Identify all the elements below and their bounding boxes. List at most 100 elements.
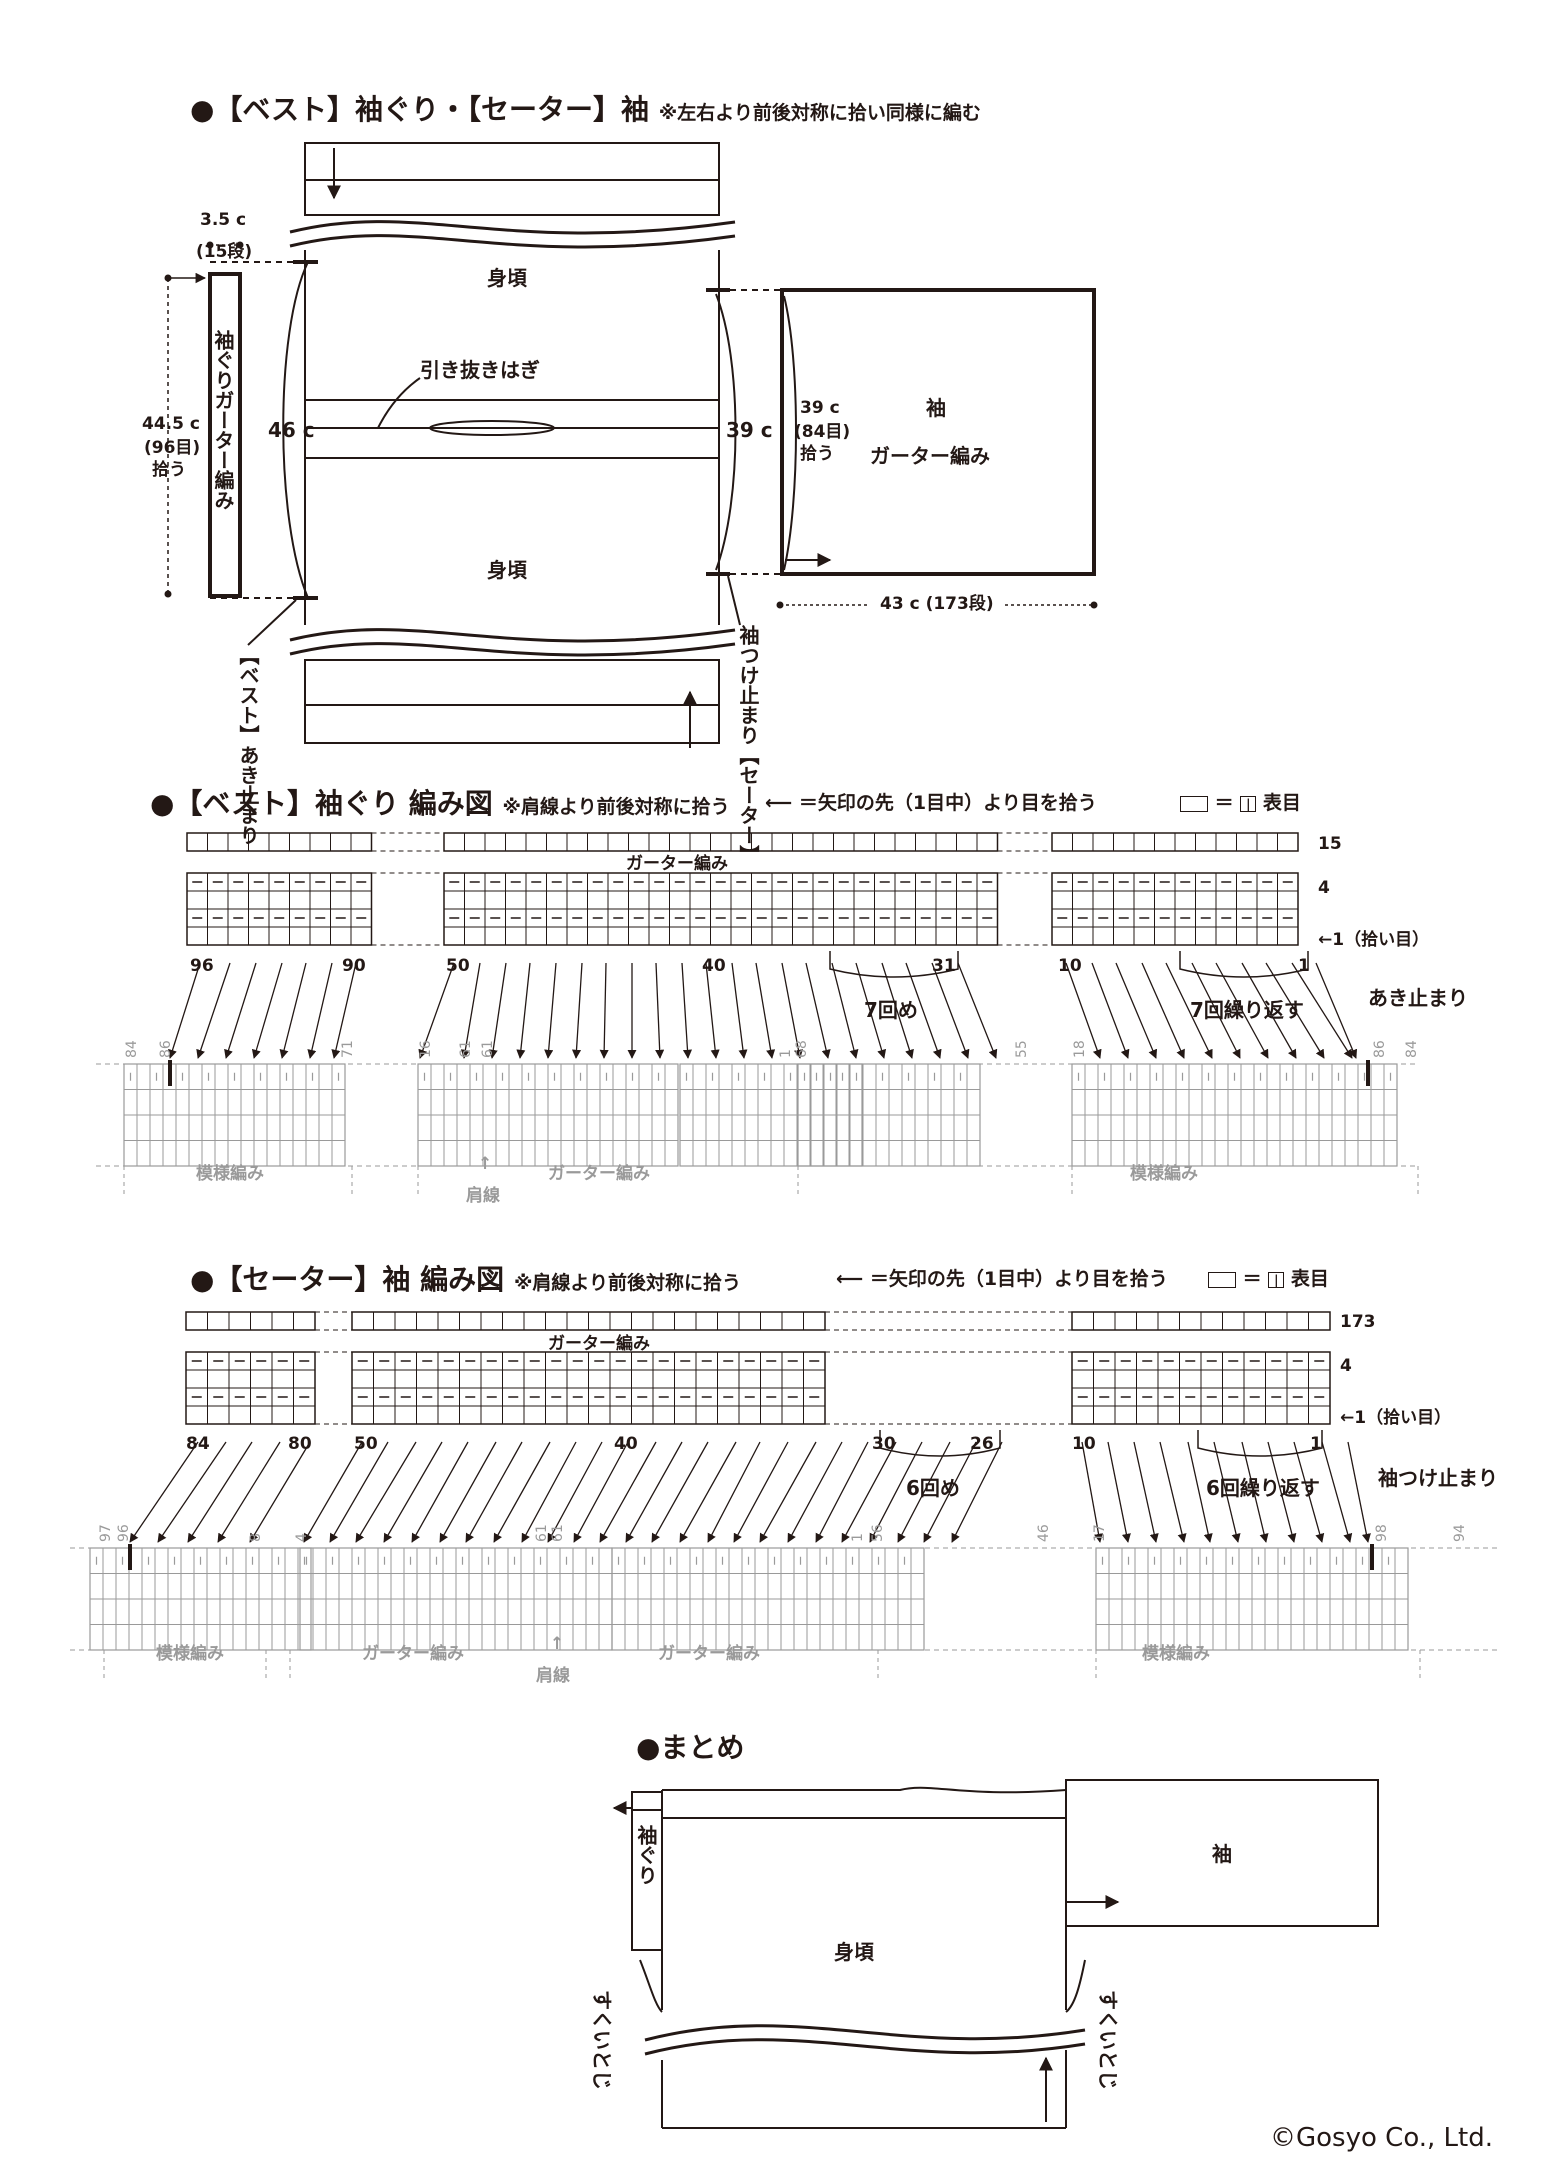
- vest-opening-stop: 【ベスト】あき止まり: [236, 645, 260, 845]
- pick-arrow: [355, 1441, 417, 1543]
- grey-stitch-number: 84: [124, 1040, 140, 1058]
- row-top-block: [186, 832, 373, 852]
- pick-arrow: [516, 962, 531, 1059]
- band-width-cm: 3.5 c: [200, 210, 247, 230]
- armhole-band: [164, 241, 244, 598]
- row-173: 173: [1340, 1312, 1376, 1332]
- grey-stitch-number: 46: [1036, 1524, 1052, 1542]
- pick-arrow: [249, 1441, 311, 1543]
- pick-arrow: [599, 1441, 657, 1543]
- pick-arrow: [831, 962, 859, 1059]
- stitch-30: 30: [872, 1434, 896, 1454]
- section3-note: ※肩線より前後対称に拾う: [513, 1272, 742, 1294]
- pick-arrow: [196, 962, 231, 1059]
- pick-arrow: [1091, 962, 1130, 1059]
- grey-stitch-number: 61: [480, 1040, 496, 1058]
- legend-arrow-icon: ⟵: [836, 1268, 870, 1290]
- pick-arrow: [869, 1441, 923, 1543]
- pick-arrow: [679, 1441, 737, 1543]
- grey-stitch-number: 4: [294, 1533, 310, 1542]
- grey-stitch-number: 16: [418, 1040, 434, 1058]
- sleeve-stop: 袖つけ止まり: [1378, 1466, 1498, 1490]
- sleeve-panel: [776, 288, 1098, 609]
- repeat-7th: 7回め: [864, 998, 918, 1022]
- pick-arrow: [599, 962, 609, 1059]
- grey-stitch-number: 8: [248, 1533, 264, 1542]
- stitch-40: 40: [702, 956, 726, 976]
- pick-arrow: [571, 962, 583, 1059]
- stitch-26: 26: [970, 1434, 994, 1454]
- grey-stitch-number: 56: [870, 1524, 886, 1542]
- armhole-width: 46 c: [268, 418, 315, 442]
- repeat-bracket: [879, 1430, 1001, 1457]
- pick-arrow: [439, 1441, 497, 1543]
- armhole-label: 袖ぐり: [634, 1825, 658, 1885]
- grey-stitch-number: 1: [850, 1533, 866, 1542]
- repeat-6-times: 6回繰り返す: [1206, 1476, 1320, 1500]
- garter-bottom: ガーター編み: [548, 1164, 650, 1184]
- pick-arrow: [224, 962, 257, 1059]
- pick-arrow: [815, 1441, 869, 1543]
- pick-arrow: [187, 1441, 253, 1543]
- pick-arrow: [1241, 1441, 1269, 1543]
- pick-arrow: [331, 962, 357, 1059]
- shoulder-line: 肩線: [536, 1666, 570, 1686]
- pick-arrow: [625, 1441, 683, 1543]
- sleeve-label: 袖: [1212, 1842, 1232, 1866]
- body-arrows: [210, 148, 782, 748]
- pick-arrow: [923, 1441, 977, 1543]
- body-panel: [289, 142, 736, 744]
- pick-arrow: [805, 962, 831, 1059]
- body-label: 身頃: [834, 1940, 874, 1964]
- pick-arrow: [1191, 962, 1241, 1059]
- pick-arrow: [705, 962, 720, 1059]
- pick-arrow: [465, 1441, 523, 1543]
- pick-arrow: [733, 1441, 789, 1543]
- band-width-rows: (15段): [196, 242, 253, 262]
- pick-arrow: [1115, 962, 1158, 1059]
- pick-arrow: [881, 962, 914, 1059]
- pick-arrow: [759, 1441, 817, 1543]
- stitch-50: 50: [354, 1434, 378, 1454]
- knit-stitch-icon: |: [1240, 795, 1257, 812]
- pick-arrow: [1347, 1441, 1371, 1543]
- pick-arrow: [217, 1441, 281, 1543]
- pick-arrow: [841, 1441, 897, 1543]
- grey-stitch-number: 86: [158, 1040, 174, 1058]
- shoulder-arrow-icon: ↑: [478, 1154, 493, 1174]
- section2-legend: ⟵ ＝矢印の先（1目中）より目を拾う: [765, 792, 1097, 814]
- pick-arrow: [1267, 1441, 1297, 1543]
- pick-arrow: [488, 962, 507, 1059]
- pick-arrow: [1159, 1441, 1187, 1543]
- pick-arrow: [951, 1441, 1003, 1543]
- section3-legend-knit: ＝ | 表目: [1208, 1270, 1329, 1289]
- pick-arrow: [573, 1441, 629, 1543]
- section2-legend-knit: ＝ | 表目: [1180, 794, 1301, 813]
- stitch-40: 40: [614, 1434, 638, 1454]
- grey-stitch-number: 86: [1372, 1040, 1388, 1058]
- sleeve-height-sts: (84目): [794, 422, 851, 442]
- pick-arrow: [157, 1441, 227, 1543]
- stitch-1: 1: [1310, 1434, 1322, 1454]
- grey-stitch-number: 71: [340, 1040, 356, 1058]
- seam-left: すくいとじ: [590, 1990, 614, 2090]
- pick-arrow: [418, 962, 455, 1059]
- pick-arrow: [957, 962, 998, 1059]
- finishing-diagram: [612, 1779, 1379, 2129]
- pick-arrow: [655, 962, 665, 1059]
- pick-arrow: [411, 1441, 469, 1543]
- pick-arrow: [329, 1441, 389, 1543]
- pick-arrow: [1187, 1441, 1213, 1543]
- repeat-bracket: [1197, 1430, 1323, 1457]
- pattern-left: 模様編み: [196, 1164, 264, 1184]
- pattern-left: 模様編み: [156, 1644, 224, 1664]
- pick-arrow: [787, 1441, 843, 1543]
- pick-arrow: [1133, 1441, 1159, 1543]
- section1-note: ※左右より前後対称に拾い同様に編む: [658, 102, 981, 124]
- grey-stitch-number: 18: [1072, 1040, 1088, 1058]
- shoulder-line: 肩線: [466, 1186, 500, 1206]
- section3-title: ●【セーター】袖 編み図 ※肩線より前後対称に拾う: [190, 1263, 742, 1296]
- section2-note: ※肩線より前後対称に拾う: [502, 796, 730, 818]
- row-pick: ←1（拾い目）: [1340, 1408, 1452, 1428]
- grey-stitch-number: 61: [534, 1524, 550, 1542]
